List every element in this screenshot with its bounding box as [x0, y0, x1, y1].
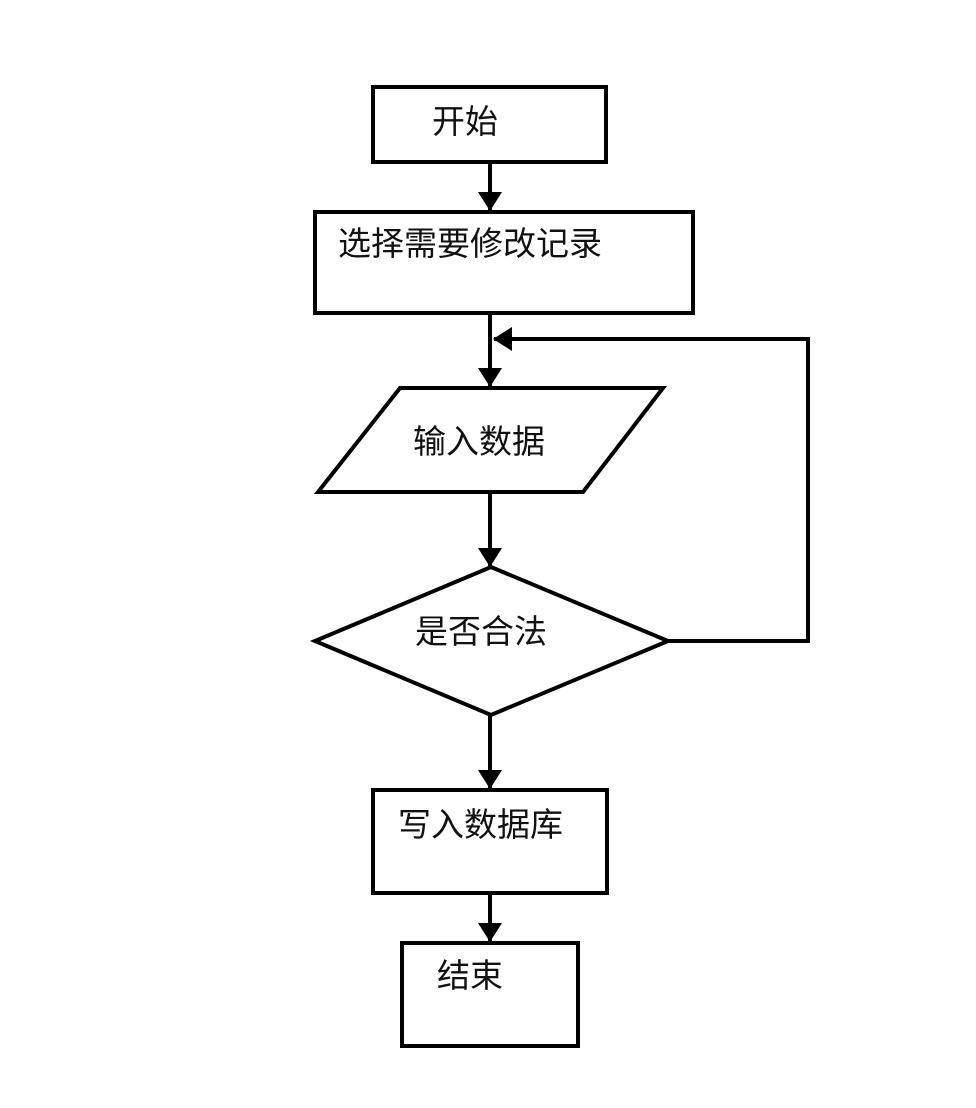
select-record-box: [313, 210, 695, 315]
arrow-decision-loop-to-input: [493, 327, 810, 643]
input-data-parallelogram: [313, 386, 668, 494]
end-box: [400, 941, 580, 1048]
end-node-label: 结束: [437, 959, 503, 995]
input-data-node-label: 输入数据: [413, 425, 545, 461]
select-record-node-label: 选择需要修改记录: [338, 227, 602, 263]
decision-node-label: 是否合法: [415, 615, 547, 651]
write-db-node-label: 写入数据库: [398, 808, 563, 844]
start-node-label: 开始: [432, 105, 498, 141]
